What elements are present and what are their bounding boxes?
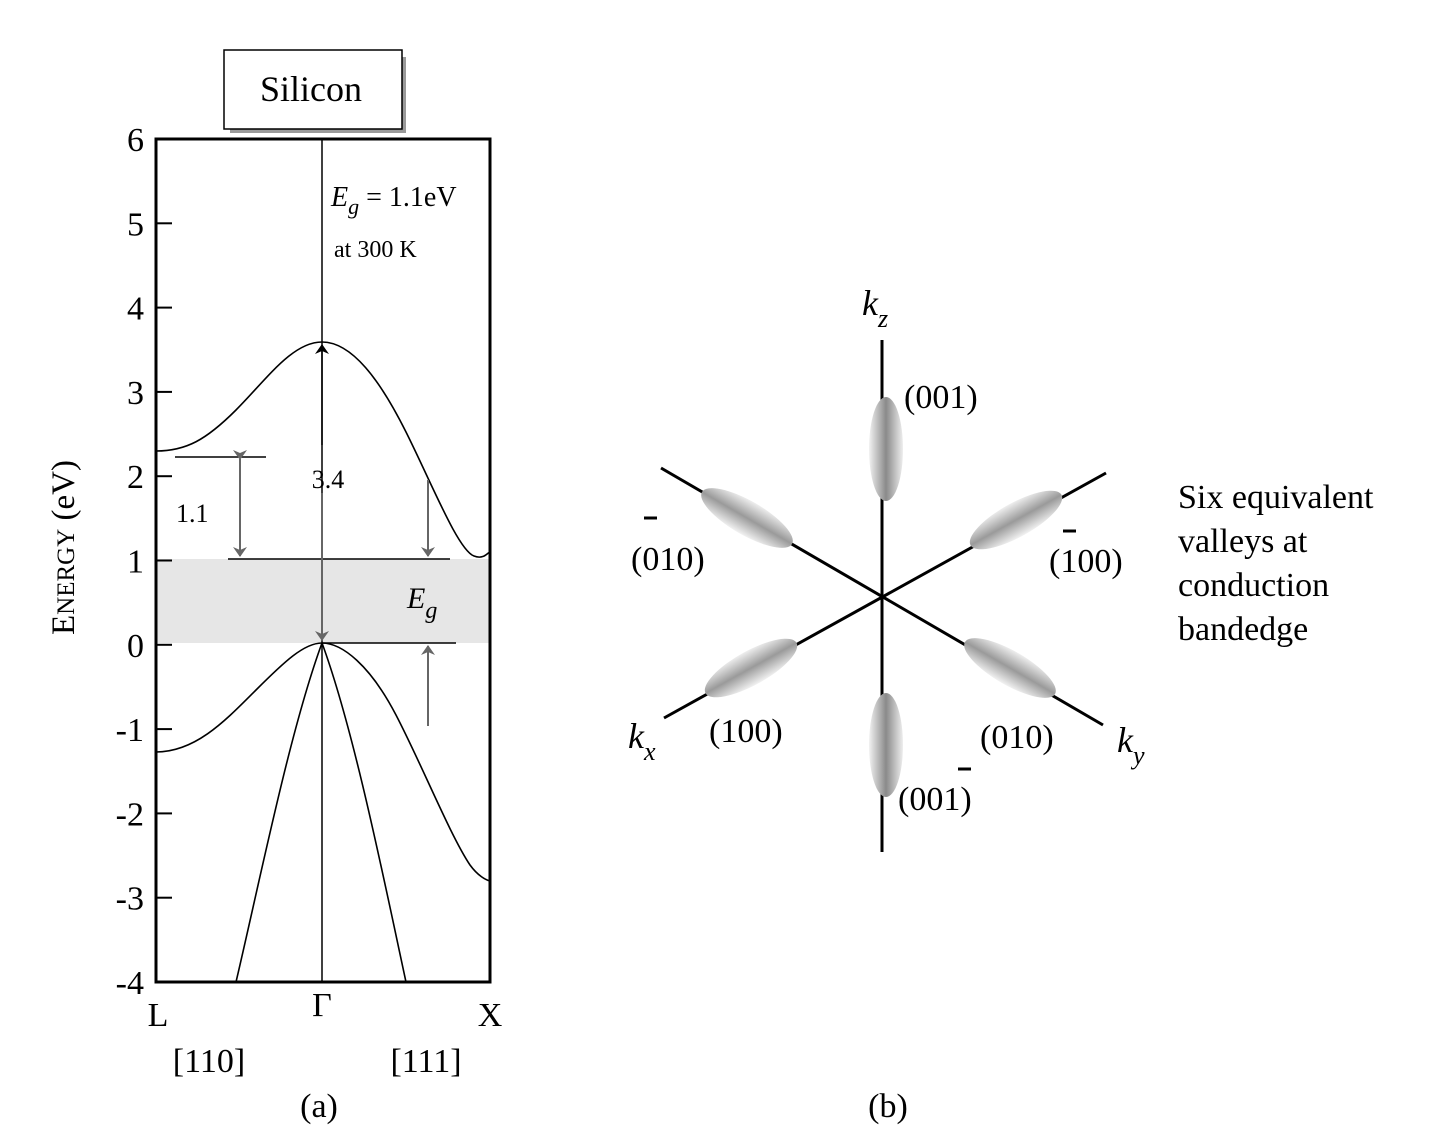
valley-00bar1 [869, 693, 903, 797]
valley-100 [704, 638, 798, 698]
description-line-4: bandedge [1178, 611, 1308, 648]
valence-band-heavy-right [321, 642, 407, 983]
y-tick-label: -1 [116, 712, 144, 749]
valence-band-light [155, 642, 491, 882]
valley-001 [869, 397, 903, 501]
label-00bar1: (001) [898, 781, 972, 818]
conduction-band [155, 341, 491, 558]
ky-label: ky [1117, 720, 1145, 770]
description-line-3: conduction [1178, 567, 1329, 604]
x-label-L: L [148, 997, 169, 1034]
y-tick-label: 4 [127, 291, 144, 328]
chart-title: Silicon [260, 69, 362, 109]
x-label-X: X [478, 997, 503, 1034]
title-box: Silicon [223, 49, 406, 133]
panel-a: Silicon 6 5 4 3 2 1 0 -1 -2 -3 -4 ENERGY (eV) [46, 49, 503, 1125]
description-line-2: valleys at [1178, 523, 1308, 560]
valley-010 [964, 638, 1056, 698]
kx-label: kx [628, 716, 656, 766]
label-0bar10: (010) [631, 541, 705, 578]
kz-label: kz [862, 283, 888, 333]
panel-b: kz kx ky (001) (010) (100) (100) (010) (… [628, 283, 1374, 1125]
y-tick-label: 6 [127, 122, 144, 159]
valence-band-heavy-left [235, 642, 323, 983]
y-tick-label: -2 [116, 796, 144, 833]
valley-0bar10 [701, 488, 793, 548]
eg-annotation: Eg = 1.1eV [330, 182, 457, 219]
band-structure [155, 341, 491, 983]
eg-temperature: at 300 K [334, 237, 417, 263]
caption-b: (b) [868, 1088, 908, 1125]
label-3-4: 3.4 [312, 465, 345, 494]
y-tick-label: 1 [127, 544, 144, 581]
y-tick-label: 2 [127, 459, 144, 496]
valley-bar100 [969, 490, 1063, 550]
y-tick-label: -4 [116, 965, 144, 1002]
caption-a: (a) [300, 1088, 338, 1125]
direction-111: [111] [390, 1043, 461, 1080]
label-100: (100) [709, 713, 783, 750]
y-tick-label: 5 [127, 206, 144, 243]
description-line-1: Six equivalent [1178, 479, 1374, 516]
x-label-gamma: Γ [312, 987, 332, 1024]
y-tick-label: -3 [116, 881, 144, 918]
y-tick-label: 0 [127, 628, 144, 665]
direction-110: [110] [173, 1043, 245, 1080]
y-tick-label: 3 [127, 375, 144, 412]
label-001: (001) [904, 379, 978, 416]
label-010: (010) [980, 719, 1054, 756]
y-axis-ticks: 6 5 4 3 2 1 0 -1 -2 -3 -4 [116, 122, 172, 1002]
eg-band-label: Eg [406, 582, 437, 624]
label-1-1: 1.1 [176, 499, 209, 528]
y-axis-label: ENERGY (eV) [46, 460, 82, 635]
label-bar100: (100) [1049, 543, 1123, 580]
